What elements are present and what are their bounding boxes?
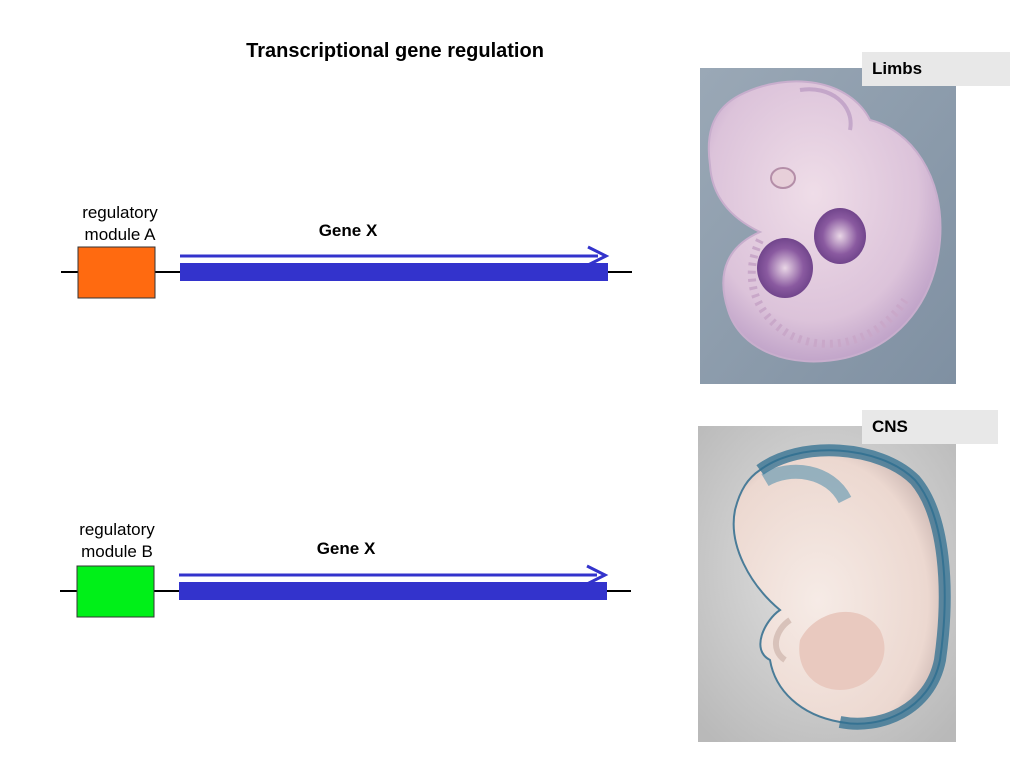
regulatory-module-b — [76, 565, 155, 618]
regulatory-module-a — [77, 246, 156, 299]
module-b-label-line1: regulatory — [79, 520, 155, 539]
module-a-label-line2: module A — [84, 225, 156, 244]
diagram-title: Transcriptional gene regulation — [246, 40, 544, 62]
panel-tag-limbs: Limbs — [862, 52, 1010, 86]
module-b-label-line2: module B — [81, 542, 153, 561]
gene-construct-a — [61, 245, 632, 299]
embryo-photo-cns — [698, 426, 956, 742]
module-a-label-line1: regulatory — [82, 203, 158, 222]
gene-x-label-a: Gene X — [318, 221, 378, 240]
gene-x-label-b: Gene X — [316, 539, 376, 558]
gene-x-body-a — [180, 263, 608, 281]
gene-construct-b — [60, 564, 631, 618]
embryo-photo-limbs — [700, 68, 956, 384]
module-b-label: regulatory module B — [62, 519, 172, 563]
gene-x-body-b — [179, 582, 607, 600]
arrowhead-a-icon — [587, 245, 610, 267]
arrowhead-b-icon — [586, 564, 609, 586]
module-a-label: regulatory module A — [65, 202, 175, 246]
panel-tag-cns: CNS — [862, 410, 998, 444]
